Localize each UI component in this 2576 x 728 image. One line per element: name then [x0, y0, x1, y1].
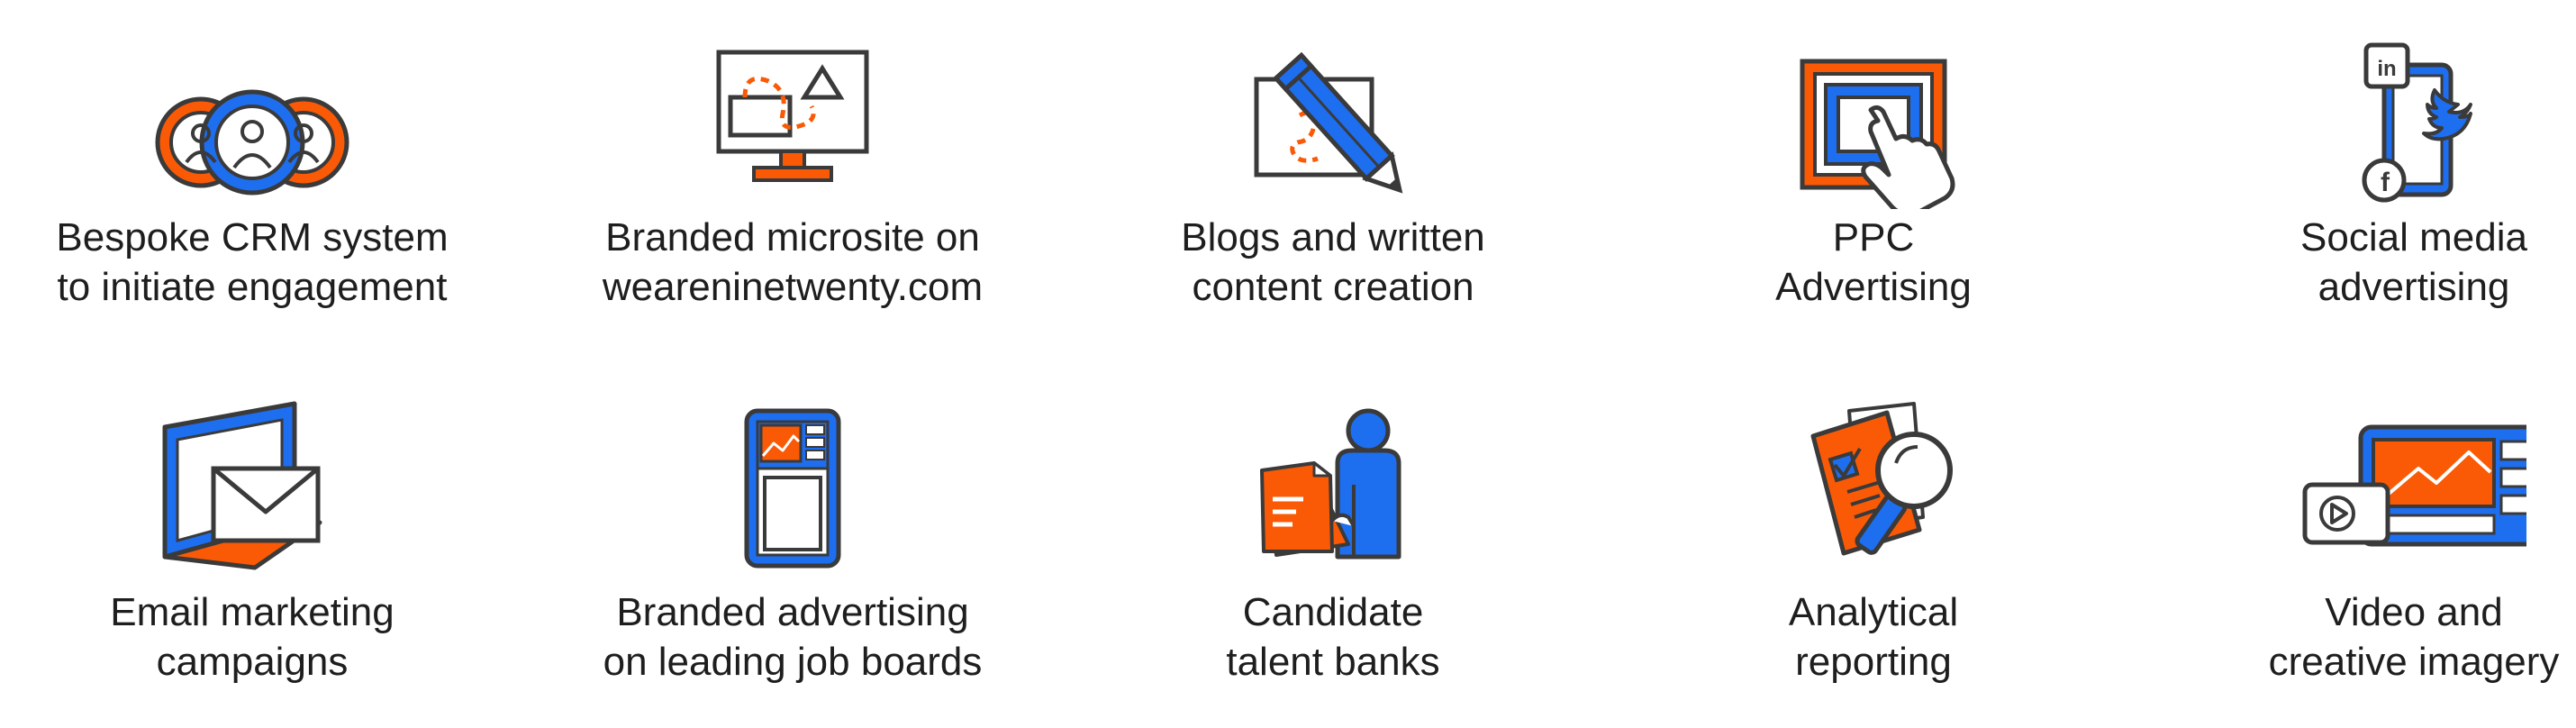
service-label-line-1: Branded microsite on: [605, 215, 980, 259]
service-analytics: Analytical reporting: [1621, 375, 2126, 728]
service-label: Social media advertising: [2162, 213, 2576, 312]
service-label-line-1: Blogs and written: [1181, 215, 1485, 259]
service-job-boards: Branded advertising on leading job board…: [540, 375, 1045, 728]
service-label: Bespoke CRM system to initiate engagemen…: [0, 213, 504, 312]
service-label: Email marketing campaigns: [0, 587, 504, 687]
service-social-media: in f Social media advertising: [2162, 0, 2576, 353]
service-label-line-1: PPC: [1832, 215, 1915, 259]
service-label-line-2: on leading job boards: [603, 640, 983, 684]
service-microsite: Branded microsite on weareninetwenty.com: [540, 0, 1045, 353]
svg-text:f: f: [2381, 168, 2390, 197]
mobile-ad-icon: [680, 386, 905, 584]
service-label: Video and creative imagery: [2162, 587, 2576, 687]
monitor-icon: [680, 11, 905, 209]
pointer-click-icon: [1761, 11, 1986, 209]
service-video: Video and creative imagery: [2162, 375, 2576, 728]
crm-people-icon: [140, 11, 365, 209]
service-label-line-2: weareninetwenty.com: [602, 265, 984, 309]
service-label-line-1: Video and: [2325, 590, 2503, 634]
service-blogs: Blogs and written content creation: [1081, 0, 1585, 353]
svg-text:in: in: [2377, 57, 2396, 81]
services-grid: Bespoke CRM system to initiate engagemen…: [0, 0, 2576, 684]
service-label-line-1: Candidate: [1242, 590, 1424, 634]
service-label-line-2: talent banks: [1226, 640, 1440, 684]
service-label-line-2: to initiate engagement: [57, 265, 448, 309]
service-crm: Bespoke CRM system to initiate engagemen…: [0, 0, 504, 353]
social-media-phone-icon: in f: [2301, 11, 2526, 209]
service-label-line-2: campaigns: [156, 640, 349, 684]
service-ppc: PPC Advertising: [1621, 0, 2126, 353]
service-label-line-2: reporting: [1795, 640, 1952, 684]
service-label-line-2: Advertising: [1775, 265, 1972, 309]
service-label-line-1: Branded advertising: [616, 590, 969, 634]
service-label: Analytical reporting: [1621, 587, 2126, 687]
candidate-document-icon: [1220, 386, 1446, 584]
pencil-writing-icon: [1220, 11, 1446, 209]
email-laptop-icon: [140, 386, 365, 584]
service-label-line-2: advertising: [2317, 265, 2510, 309]
service-label-line-1: Bespoke CRM system: [56, 215, 449, 259]
service-label: Blogs and written content creation: [1081, 213, 1585, 312]
service-label-line-2: content creation: [1192, 265, 1474, 309]
service-email-marketing: Email marketing campaigns: [0, 375, 504, 728]
service-label: Branded microsite on weareninetwenty.com: [540, 213, 1045, 312]
service-label: PPC Advertising: [1621, 213, 2126, 312]
service-label-line-1: Social media: [2300, 215, 2527, 259]
service-label: Branded advertising on leading job board…: [540, 587, 1045, 687]
service-label-line-1: Analytical: [1788, 590, 1959, 634]
service-label: Candidate talent banks: [1081, 587, 1585, 687]
service-label-line-1: Email marketing: [110, 590, 395, 634]
service-talent-banks: Candidate talent banks: [1081, 375, 1585, 728]
video-player-icon: [2301, 386, 2526, 584]
service-label-line-2: creative imagery: [2268, 640, 2560, 684]
magnifier-report-icon: [1761, 386, 1986, 584]
